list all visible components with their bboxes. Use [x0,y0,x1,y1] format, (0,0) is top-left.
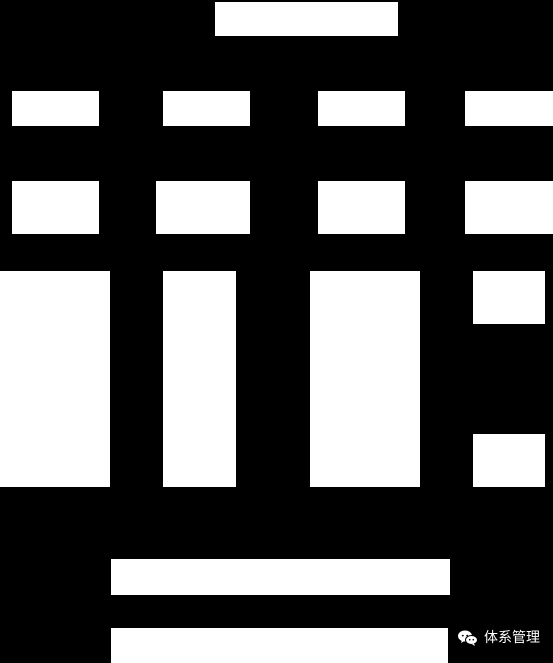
bottom-bar-2 [111,628,448,663]
row3-box-4-top [473,271,545,324]
row2-box-4 [465,181,553,234]
top-box [215,2,398,36]
row3-box-2 [163,271,236,487]
row2-box-3 [318,181,405,234]
watermark-text: 体系管理 [484,630,540,646]
row3-box-3 [310,271,420,487]
row1-box-3 [318,91,405,126]
row1-box-1 [12,91,99,126]
watermark: 体系管理 [457,626,540,650]
row1-box-2 [163,91,250,126]
row3-box-4-bottom [473,434,545,487]
row1-box-4 [465,91,553,126]
bottom-bar-1 [111,559,450,595]
wechat-icon [457,629,479,647]
row3-box-1 [0,271,110,487]
row2-box-2 [156,181,250,234]
row2-box-1 [12,181,99,234]
